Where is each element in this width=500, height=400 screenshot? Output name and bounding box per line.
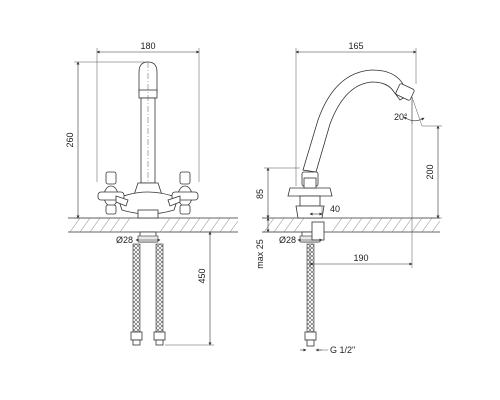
dim-reach-label: 165 [348,41,363,51]
dim-base-offset: 40 [309,204,340,216]
dim-reach: 165 [295,41,417,186]
side-shank [299,221,325,243]
side-hose [304,243,317,347]
side-body [287,171,333,219]
front-spout [138,61,158,205]
dim-side-base-diameter-label: Ø28 [279,235,296,245]
front-shank [137,231,159,243]
dim-spout-angle: 20° [394,97,425,124]
dim-height-total: 260 [65,61,148,219]
dim-spout-height: 200 [422,125,442,219]
dim-base-offset-label: 40 [330,204,340,214]
dim-width-total-label: 180 [140,41,155,51]
dim-hose-reach-label: 190 [353,253,368,263]
dim-hose-reach: 190 [309,100,413,268]
dim-spout-height-label: 200 [425,164,435,179]
dim-hose-length: 450 [162,231,214,346]
dim-hose-length-label: 450 [197,268,207,283]
dim-thread: G 1/2" [300,345,355,355]
dim-max-thickness: max 25 [255,217,300,269]
dim-width-total: 180 [96,41,200,182]
front-view: 180 260 Ø28 450 [65,41,239,346]
side-view: 165 20° 200 85 40 Ø2 [255,41,442,355]
dim-handle-height: 85 [255,167,300,219]
dim-thread-label: G 1/2" [330,345,355,355]
dim-handle-height-label: 85 [255,189,265,199]
dim-side-base-diameter: Ø28 [279,235,323,245]
side-countertop [262,217,441,233]
dim-height-total-label: 260 [65,132,75,147]
front-right-handle [167,171,199,215]
side-spout [302,69,423,173]
front-left-handle [97,171,129,215]
front-body [117,182,179,219]
front-hoses [130,243,166,346]
dim-front-base-diameter: Ø28 [116,235,161,245]
dim-spout-angle-label: 20° [394,112,408,122]
dim-front-base-diameter-label: Ø28 [116,235,133,245]
dim-max-thickness-label: max 25 [255,239,265,269]
front-countertop [68,217,239,233]
